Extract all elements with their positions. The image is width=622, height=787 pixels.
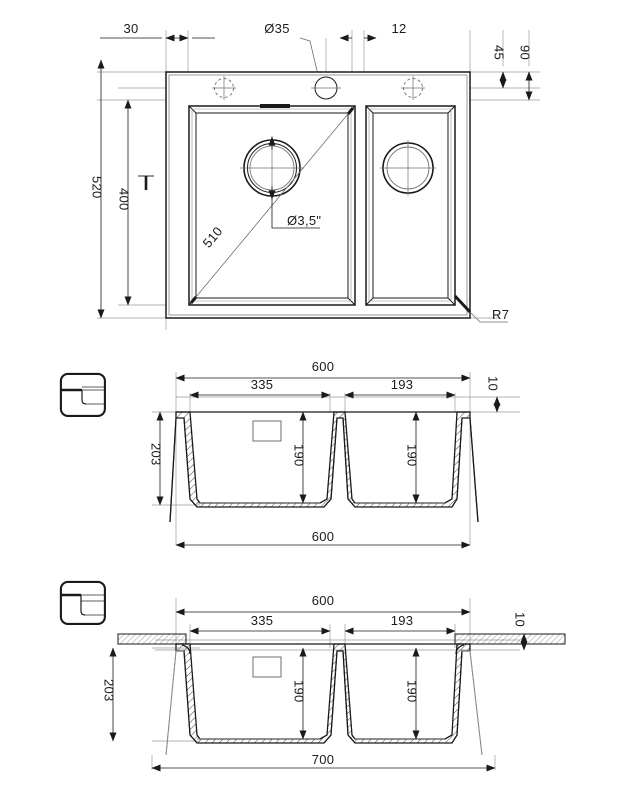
section-undermount: 600 335 193 203 10 [59, 580, 566, 772]
dim-10-s1: 10 [486, 376, 501, 413]
dim-190-right-s1: 190 [405, 411, 420, 504]
overflow-rect-s1 [252, 420, 282, 442]
flush-mount-icon [59, 372, 107, 418]
dim-label-12: 12 [391, 21, 406, 36]
dim-203-s1: 203 [149, 411, 164, 506]
dim-label-o35-inch: Ø3,5" [287, 213, 321, 228]
top-view: 30 Ø35 12 45 90 520 [90, 21, 540, 330]
dim-label-190-left-s2: 190 [292, 680, 307, 703]
dim-label-r7: R7 [492, 307, 509, 322]
dim-label-520: 520 [90, 176, 105, 199]
dim-600-top-s1: 600 [175, 359, 471, 382]
dim-label-400: 400 [117, 188, 132, 211]
section-flushmount: 600 335 193 203 10 [59, 359, 520, 549]
dim-label-193-s2: 193 [391, 613, 414, 628]
dim-45: 45 [492, 30, 507, 89]
section2-body [165, 643, 483, 756]
dim-o35-inch: Ø3,5" [268, 136, 321, 229]
dim-190-left-s1: 190 [292, 411, 307, 504]
mounting-clip-right [455, 644, 465, 655]
dim-700-bottom-s2: 700 [151, 752, 496, 772]
dim-30: 30 [100, 21, 215, 42]
tap-hole-right [401, 76, 425, 100]
dim-335-s1: 335 [189, 377, 331, 399]
sink-deck-inner-edge [168, 74, 468, 316]
dim-label-10-s2: 10 [513, 612, 528, 627]
faucet-hole-center [311, 76, 341, 100]
drain-ring-small [380, 140, 436, 196]
dim-label-o35: Ø35 [264, 21, 289, 36]
dim-12: 12 [339, 21, 406, 42]
dim-label-193-s1: 193 [391, 377, 414, 392]
dim-90: 90 [518, 30, 533, 101]
dim-600-top-s2: 600 [175, 593, 471, 616]
overflow-slot [260, 104, 290, 108]
dim-label-90: 90 [518, 45, 533, 60]
dim-label-203-s2: 203 [102, 679, 117, 702]
dim-label-190-right-s2: 190 [405, 680, 420, 703]
dim-label-190-left-s1: 190 [292, 444, 307, 467]
dim-label-45: 45 [492, 45, 507, 60]
tap-hole-left [212, 76, 236, 100]
dim-190-right-s2: 190 [405, 647, 420, 740]
mounting-clip-left [181, 644, 191, 655]
dim-193-s1: 193 [344, 377, 456, 399]
dim-335-s2: 335 [189, 613, 331, 635]
dim-label-600-top-s1: 600 [312, 359, 335, 374]
dim-label-700-bottom-s2: 700 [312, 752, 335, 767]
dim-520: 520 [90, 59, 105, 319]
dim-10-s2: 10 [513, 612, 528, 651]
dim-label-190-right-s1: 190 [405, 444, 420, 467]
countertop-slab [117, 633, 566, 645]
dim-r7: R7 [453, 294, 509, 323]
section1-body [169, 411, 479, 523]
bowl-right [365, 105, 456, 306]
dim-600-bottom-s1: 600 [175, 529, 471, 549]
dim-400: 400 [117, 99, 154, 306]
under-mount-icon [59, 580, 107, 626]
overflow-rect-s2 [252, 656, 282, 678]
dim-label-10-s1: 10 [486, 376, 501, 391]
dim-label-203-s1: 203 [149, 443, 164, 466]
dim-203-s2: 203 [102, 647, 117, 742]
dim-label-600-bottom-s1: 600 [312, 529, 335, 544]
dim-193-s2: 193 [344, 613, 456, 635]
dim-190-left-s2: 190 [292, 647, 307, 740]
dim-label-335-s1: 335 [251, 377, 274, 392]
dim-label-30: 30 [123, 21, 138, 36]
dim-label-600-top-s2: 600 [312, 593, 335, 608]
dim-label-335-s2: 335 [251, 613, 274, 628]
